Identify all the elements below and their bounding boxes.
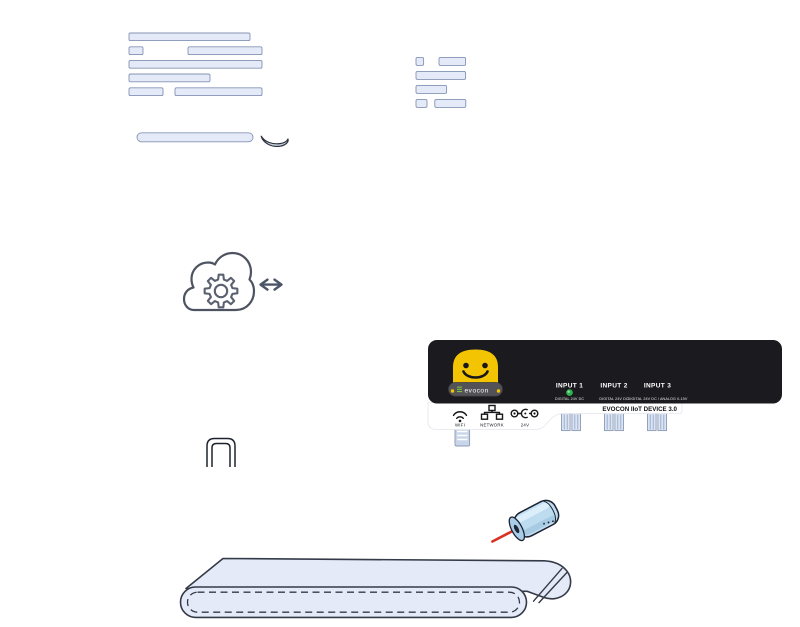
iot-device: evocon INPUT 1 DIGITAL 24V DC INPUT 2 DI… bbox=[427, 340, 782, 447]
laptop-screen-line bbox=[174, 87, 263, 97]
phone-screen-line bbox=[415, 70, 467, 80]
network-icon bbox=[480, 404, 504, 420]
evocon-mascot-icon: evocon bbox=[448, 349, 503, 397]
sync-arrows-icon bbox=[259, 278, 283, 291]
laptop-base bbox=[136, 132, 254, 143]
sensor-dot bbox=[552, 520, 554, 523]
conveyor-belt-band bbox=[179, 586, 528, 619]
input-sublabel: DIGITAL 24V DC bbox=[599, 397, 629, 401]
input-connector bbox=[561, 412, 581, 432]
laptop-screen-line bbox=[128, 59, 263, 69]
laser-beam-icon bbox=[491, 529, 514, 543]
input-label: INPUT 1 bbox=[556, 383, 583, 390]
device-panel bbox=[428, 340, 782, 404]
phone bbox=[415, 56, 467, 108]
device-inputs: INPUT 1 DIGITAL 24V DC INPUT 2 DIGITAL 2… bbox=[555, 383, 688, 402]
power-icon bbox=[510, 408, 539, 419]
mascot-eye bbox=[482, 362, 488, 369]
mascot-eye bbox=[463, 362, 469, 369]
belt-stitch-dashes bbox=[186, 591, 521, 613]
device-faceplate bbox=[427, 402, 683, 430]
input-label: INPUT 3 bbox=[644, 383, 671, 390]
sensor-shade bbox=[523, 515, 556, 536]
phone-screen-line bbox=[415, 84, 448, 94]
sensor bbox=[491, 499, 560, 543]
phone-screen-line bbox=[434, 98, 467, 108]
conveyor bbox=[179, 557, 572, 619]
port-label: 24V bbox=[521, 423, 529, 428]
laptop-screen-line bbox=[128, 73, 211, 83]
belt-edge-line bbox=[532, 567, 563, 602]
input-sublabel: DIGITAL 24V DC bbox=[555, 397, 585, 401]
belt-edge-line bbox=[538, 571, 568, 604]
laptop-screen-line bbox=[187, 46, 263, 56]
port-label: WIFI bbox=[455, 423, 465, 428]
phone-screen-line bbox=[415, 98, 428, 108]
sensor-dot bbox=[543, 522, 545, 525]
mascot-smile bbox=[462, 370, 489, 379]
mascot-body bbox=[453, 349, 498, 384]
device-ports: WIFI NETWORK 24V bbox=[452, 404, 539, 428]
bracket-icon bbox=[206, 437, 236, 467]
phone-screen-line bbox=[415, 56, 425, 66]
band-dot bbox=[450, 389, 455, 393]
device-model-label: EVOCON IIoT DEVICE 3.0 bbox=[602, 406, 677, 413]
band-dot bbox=[496, 389, 501, 393]
gear-icon bbox=[203, 273, 239, 309]
led-indicator bbox=[566, 389, 573, 396]
laptop bbox=[128, 32, 289, 148]
laptop-screen-line bbox=[128, 32, 251, 42]
brand-band bbox=[448, 382, 503, 397]
input-label: INPUT 2 bbox=[600, 383, 627, 390]
led-highlight bbox=[567, 390, 570, 393]
port-label: NETWORK bbox=[480, 423, 504, 428]
mouse-icon bbox=[260, 135, 289, 148]
sensor-rear-seam bbox=[543, 500, 556, 523]
laptop-screen-line bbox=[128, 87, 164, 97]
input-connector bbox=[604, 412, 624, 432]
sensor-highlight bbox=[516, 502, 549, 523]
sensor-dot bbox=[547, 521, 550, 524]
input-connectors bbox=[561, 412, 667, 432]
cloud-sync bbox=[182, 251, 283, 312]
brand-text: evocon bbox=[465, 387, 489, 394]
input-sublabel: DIGITAL 24V DC / ANALOG 0-10V bbox=[628, 397, 688, 401]
sensor-lens bbox=[513, 524, 520, 534]
laptop-screen-line bbox=[128, 46, 144, 56]
wifi-icon bbox=[452, 411, 468, 423]
evocon-logo-icon bbox=[457, 386, 462, 393]
input-connector bbox=[647, 412, 667, 432]
phone-screen-line bbox=[438, 56, 467, 66]
